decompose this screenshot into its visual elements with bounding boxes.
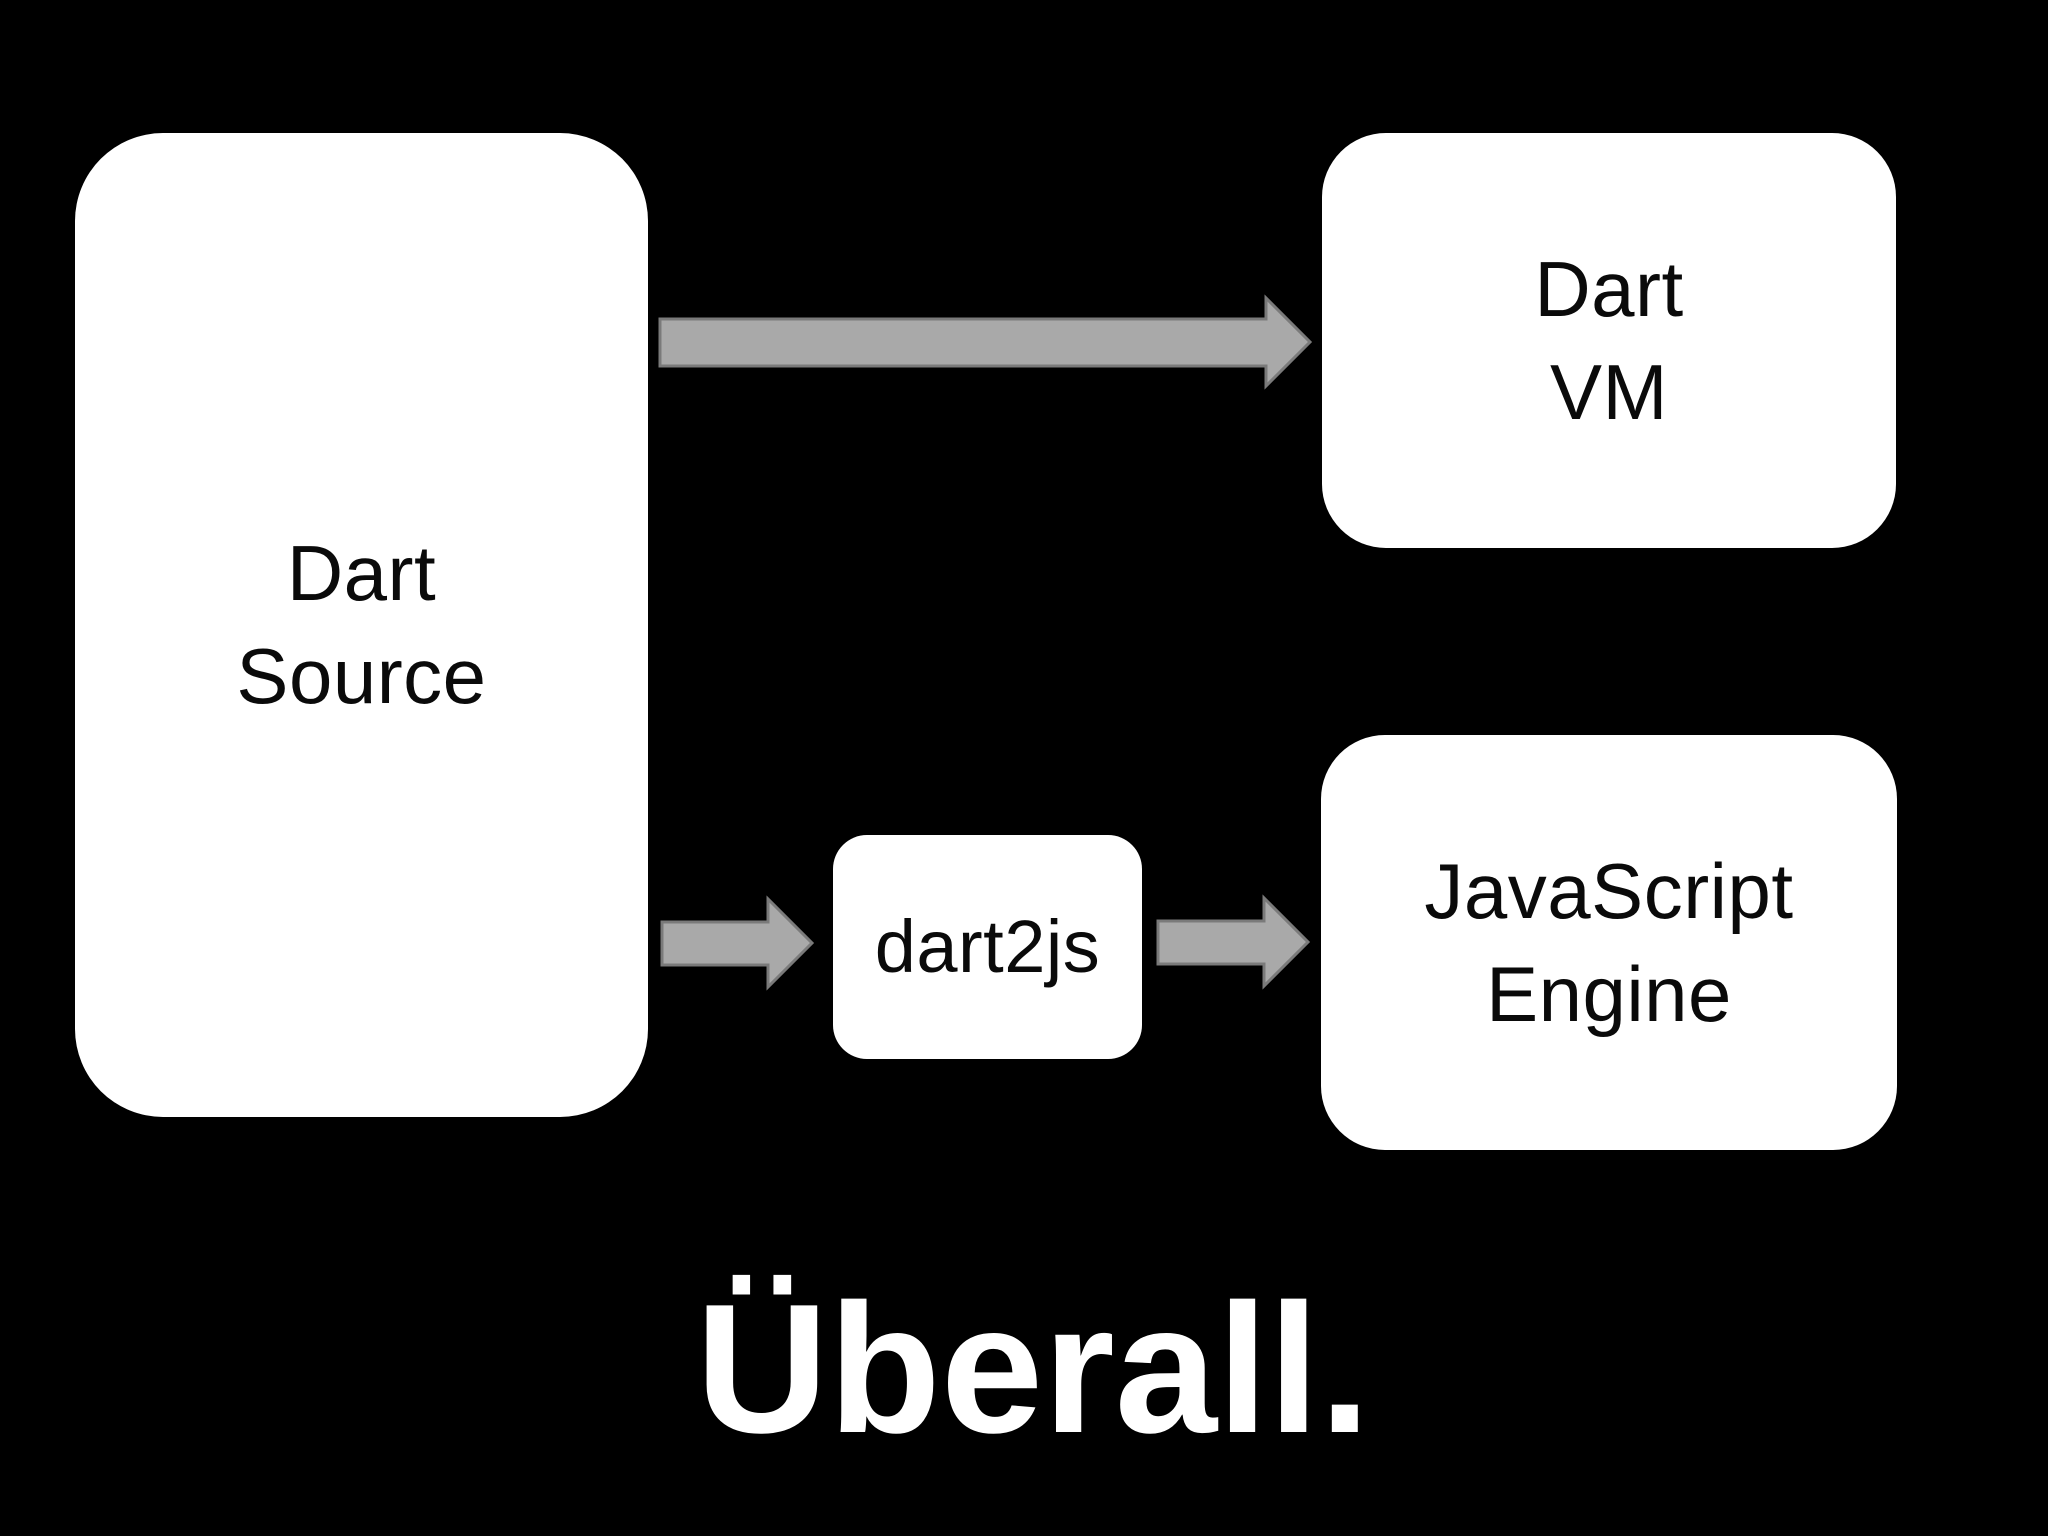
node-js-engine-label-line2: Engine	[1486, 949, 1732, 1038]
arrow-dart2js-to-js-engine	[1156, 894, 1311, 990]
node-dart-source: Dart Source	[75, 133, 648, 1117]
node-dart-vm: Dart VM	[1322, 133, 1896, 548]
slide-caption: Überall.	[695, 1265, 1371, 1471]
node-dart-vm-label-line1: Dart	[1534, 244, 1684, 333]
arrow-dart-source-to-dart2js	[660, 895, 815, 991]
node-dart-source-label-line1: Dart	[286, 529, 437, 618]
node-dart2js: dart2js	[833, 835, 1142, 1059]
node-js-engine: JavaScript Engine	[1321, 735, 1897, 1150]
node-dart-vm-label-line2: VM	[1550, 347, 1668, 436]
arrow-dart-source-to-dart-vm	[658, 294, 1313, 390]
node-dart-source-label-line2: Source	[236, 632, 487, 720]
node-dart2js-label: dart2js	[874, 905, 1101, 989]
node-js-engine-label-line1: JavaScript	[1424, 846, 1794, 935]
